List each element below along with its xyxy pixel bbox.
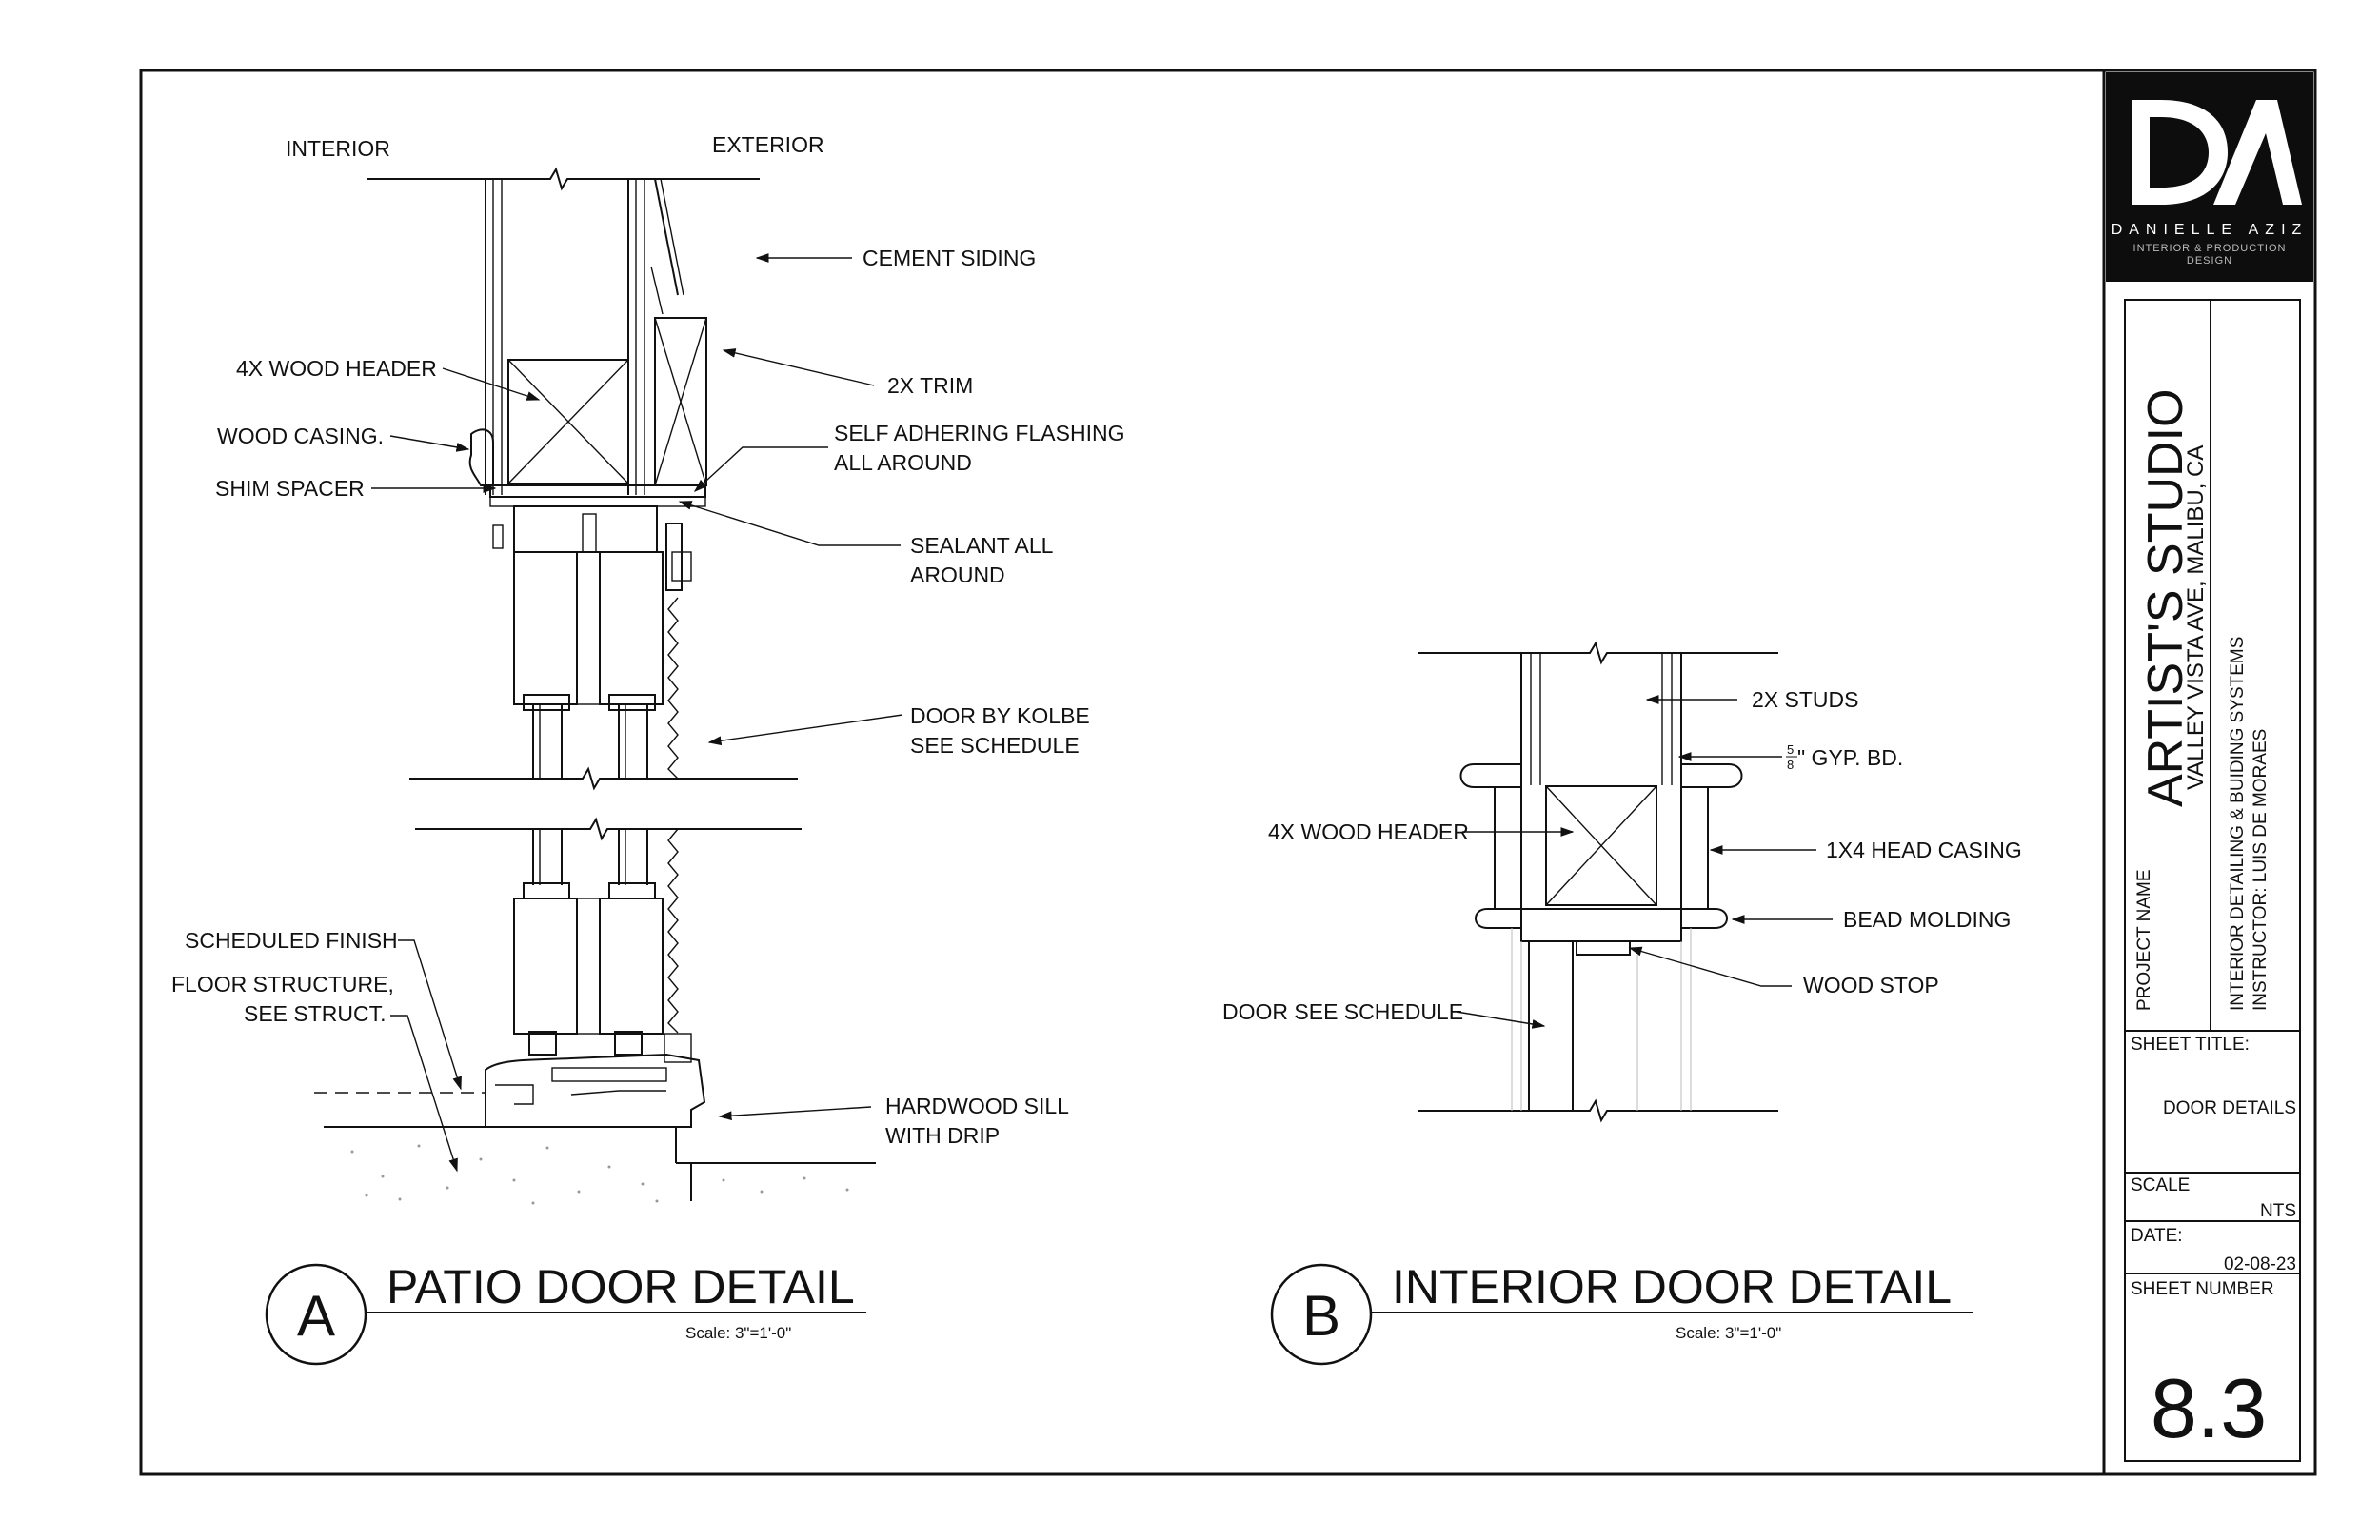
label-door-kolbe-1: DOOR BY KOLBE: [910, 703, 1090, 728]
scale-label: SCALE: [2131, 1175, 2190, 1195]
logo: DANIELLE AZIZ INTERIOR & PRODUCTION DESI…: [2106, 72, 2313, 282]
course-name: INTERIOR DETAILING & BUIDING SYSTEMS: [2228, 637, 2248, 1011]
label-sealant-1: SEALANT ALL: [910, 533, 1054, 558]
project-name-label: PROJECT NAME: [2134, 869, 2154, 1011]
detail-b-letter: B: [1302, 1284, 1340, 1348]
logo-a-mark: [2213, 100, 2302, 205]
detail-b-bubble: [1270, 1263, 1373, 1366]
detail-b-labels: 2X STUDS 5 8 " GYP. BD. 4X WOOD HEADER 1…: [1222, 687, 2022, 1024]
sheet-number-label: SHEET NUMBER: [2131, 1279, 2274, 1299]
project-name: ARTIST'S STUDIO: [2138, 389, 2193, 807]
title-block: PROJECT NAME ARTIST'S STUDIO VALLEY VIST…: [2124, 299, 2301, 1462]
label-floor-structure-1: FLOOR STRUCTURE,: [171, 972, 394, 997]
logo-name: DANIELLE AZIZ: [2112, 222, 2309, 238]
label-floor-structure-2: SEE STRUCT.: [244, 1001, 387, 1026]
detail-a-scale: Scale: 3"=1'-0": [685, 1324, 791, 1342]
sheet-title: DOOR DETAILS: [2163, 1098, 2296, 1118]
detail-b-title: B INTERIOR DOOR DETAIL Scale: 3"=1'-0": [1270, 1260, 1973, 1366]
label-scheduled-finish: SCHEDULED FINISH: [185, 928, 398, 953]
label-flashing-2: ALL AROUND: [834, 450, 972, 475]
label-sill-1: HARDWOOD SILL: [885, 1094, 1069, 1118]
detail-b-name: INTERIOR DOOR DETAIL: [1392, 1260, 1952, 1313]
label-2x-studs: 2X STUDS: [1752, 687, 1858, 712]
label-bead-molding: BEAD MOLDING: [1843, 907, 2011, 932]
logo-d-mark: [2132, 100, 2228, 205]
label-flashing-1: SELF ADHERING FLASHING: [834, 421, 1124, 445]
label-cement-siding: CEMENT SIDING: [863, 246, 1036, 270]
label-interior: INTERIOR: [286, 136, 390, 161]
label-2x-trim: 2X TRIM: [887, 373, 973, 398]
label-head-casing: 1X4 HEAD CASING: [1826, 838, 2022, 862]
label-sealant-2: AROUND: [910, 563, 1005, 587]
detail-b-leaders: [1456, 695, 1833, 1029]
label-gyp-fraction-den: 8: [1787, 758, 1794, 772]
label-wood-stop: WOOD STOP: [1803, 973, 1939, 997]
detail-b-scale: Scale: 3"=1'-0": [1676, 1324, 1781, 1342]
detail-a-letter: A: [297, 1284, 335, 1348]
scale-value: NTS: [2260, 1201, 2296, 1221]
sheet-border: [139, 69, 2317, 1476]
detail-a-leaders: [371, 253, 903, 1173]
label-wood-casing: WOOD CASING.: [217, 424, 384, 448]
detail-a-drawing: [314, 167, 876, 1205]
sheet-number: 8.3: [2151, 1361, 2267, 1455]
label-door-kolbe-2: SEE SCHEDULE: [910, 733, 1080, 758]
concrete-fill: [350, 1144, 849, 1205]
detail-a-name: PATIO DOOR DETAIL: [387, 1260, 855, 1313]
logo-tagline-2: DESIGN: [2187, 255, 2232, 267]
logo-tagline-1: INTERIOR & PRODUCTION: [2133, 243, 2287, 254]
sheet-title-label: SHEET TITLE:: [2131, 1035, 2250, 1055]
label-gyp-fraction-num: 5: [1787, 742, 1794, 757]
date-value: 02-08-23: [2224, 1254, 2296, 1274]
date-label: DATE:: [2131, 1226, 2183, 1246]
detail-b-drawing: [1418, 641, 1778, 1123]
label-door-schedule: DOOR SEE SCHEDULE: [1222, 999, 1463, 1024]
detail-a-bubble: [265, 1263, 367, 1366]
label-shim-spacer: SHIM SPACER: [215, 476, 365, 501]
label-wood-header-b: 4X WOOD HEADER: [1268, 819, 1469, 844]
project-address: VALLEY VISTA AVE, MALIBU, CA: [2183, 445, 2209, 790]
label-sill-2: WITH DRIP: [885, 1123, 1000, 1148]
detail-a-title: A PATIO DOOR DETAIL Scale: 3"=1'-0": [265, 1260, 866, 1366]
label-exterior: EXTERIOR: [712, 132, 824, 157]
instructor-name: INSTRUCTOR: LUIS DE MORAES: [2251, 729, 2271, 1011]
label-gyp-bd: " GYP. BD.: [1797, 745, 1903, 770]
label-wood-header-a: 4X WOOD HEADER: [236, 356, 437, 381]
detail-a-labels: INTERIOR EXTERIOR CEMENT SIDING 4X WOOD …: [171, 132, 1124, 1148]
